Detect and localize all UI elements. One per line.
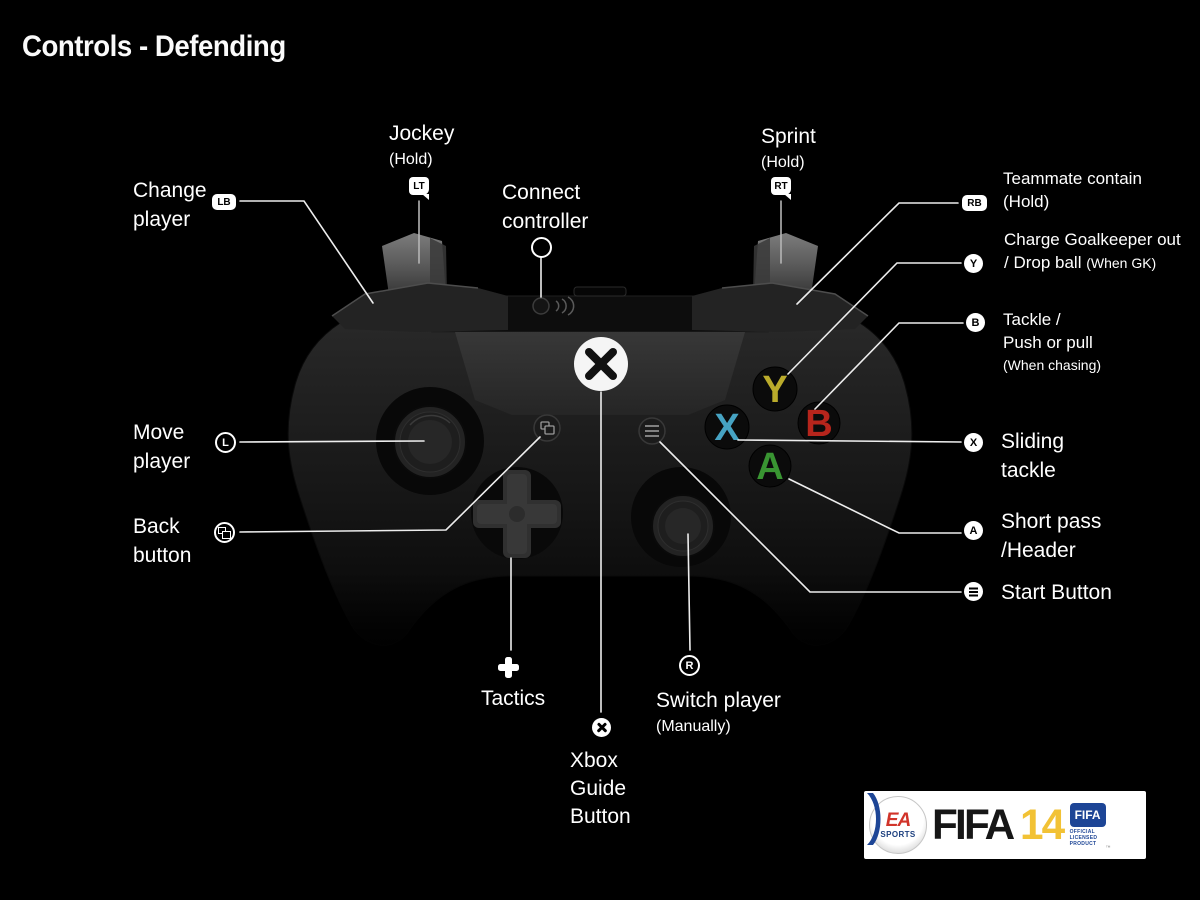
fifa-wordmark: FIFA xyxy=(932,800,1015,849)
connect-button xyxy=(532,297,550,315)
wireless-waves-icon xyxy=(555,296,575,316)
callout-line-start xyxy=(659,441,962,593)
label-back-button: Back button xyxy=(133,515,192,567)
x-button-letter: X xyxy=(714,407,740,449)
ea-logo-text: EA xyxy=(885,809,911,831)
b-callout-icon: B xyxy=(966,313,985,332)
label-sliding-tackle: Sliding tackle xyxy=(1001,430,1065,482)
rb-badge-icon: RB xyxy=(962,195,987,211)
fifa-badge-text: FIFA xyxy=(1069,803,1106,827)
callout-line-charge xyxy=(787,262,962,375)
right-stick xyxy=(631,467,731,567)
callout-lines xyxy=(239,200,964,713)
callout-line-change-player xyxy=(239,200,374,304)
callout-line-short-pass xyxy=(788,478,962,534)
a-callout-icon: A xyxy=(964,521,983,540)
xbox-logo-x xyxy=(585,348,617,380)
page-title: Controls - Defending xyxy=(22,30,286,63)
label-charge-goalkeeper: Charge Goalkeeper out / Drop ball (When … xyxy=(1004,230,1181,272)
callout-line-tackle xyxy=(814,322,964,410)
d-pad-plus-icon xyxy=(498,657,519,678)
label-short-pass: Short pass /Header xyxy=(1001,510,1102,562)
label-tactics: Tactics xyxy=(481,687,546,710)
rt-badge-icon: RT xyxy=(771,177,791,200)
back-button-icon xyxy=(214,522,235,543)
fifa14-logo: EA SPORTS FIFA 14 FIFA OFFICIAL LICENSED… xyxy=(864,791,1146,859)
lt-badge-icon: LT xyxy=(409,177,429,200)
label-connect-controller: Connect controller xyxy=(502,181,589,233)
label-teammate-contain: Teammate contain (Hold) xyxy=(1003,169,1142,211)
callout-line-teammate xyxy=(796,202,959,305)
label-xbox-guide: Xbox Guide Button xyxy=(570,749,631,828)
label-change-player: Change player xyxy=(133,179,207,231)
ea-sports-text: SPORTS xyxy=(880,829,916,839)
usb-port xyxy=(573,286,627,297)
y-callout-icon: Y xyxy=(964,254,983,273)
a-button: A xyxy=(748,444,792,488)
y-button: Y xyxy=(752,366,798,412)
left-bumper xyxy=(331,282,508,332)
fifa-official-badge: FIFA OFFICIAL LICENSED PRODUCT xyxy=(1069,803,1106,847)
label-start-button: Start Button xyxy=(1001,581,1112,604)
x-callout-icon: X xyxy=(964,433,983,452)
label-tackle: Tackle / Push or pull (When chasing) xyxy=(1003,310,1102,373)
callout-line-back xyxy=(239,436,541,533)
fifa-number: 14 xyxy=(1019,800,1065,849)
callout-line-sliding xyxy=(737,439,962,443)
r-stick-icon: R xyxy=(679,655,700,676)
label-jockey: Jockey (Hold) xyxy=(389,122,455,168)
top-band xyxy=(431,286,769,333)
l-stick-icon: L xyxy=(215,432,236,453)
lb-badge-icon: LB xyxy=(212,194,236,210)
view-button xyxy=(533,414,561,442)
label-sprint: Sprint (Hold) xyxy=(761,125,816,171)
trademark-symbol: ™ xyxy=(1105,845,1111,851)
fifa-swoosh xyxy=(867,793,881,845)
x-button: X xyxy=(704,404,750,450)
label-move-player: Move player xyxy=(133,421,191,473)
a-button-letter: A xyxy=(756,446,783,488)
left-stick xyxy=(376,387,484,495)
connect-button-icon xyxy=(531,237,552,258)
menu-circle-icon xyxy=(964,582,983,601)
b-button: B xyxy=(797,401,841,445)
b-button-letter: B xyxy=(805,403,832,445)
callout-line-switch xyxy=(687,533,691,651)
y-button-letter: Y xyxy=(762,369,787,411)
d-pad xyxy=(471,467,563,559)
label-switch-player: Switch player (Manually) xyxy=(656,689,781,735)
right-bumper xyxy=(692,282,869,332)
xbox-guide-icon xyxy=(592,718,611,737)
xbox-guide-button xyxy=(574,337,628,391)
view-windows-icon xyxy=(218,526,231,539)
callout-line-move xyxy=(239,440,425,443)
grip-fade xyxy=(282,572,922,657)
menu-button xyxy=(638,417,666,445)
